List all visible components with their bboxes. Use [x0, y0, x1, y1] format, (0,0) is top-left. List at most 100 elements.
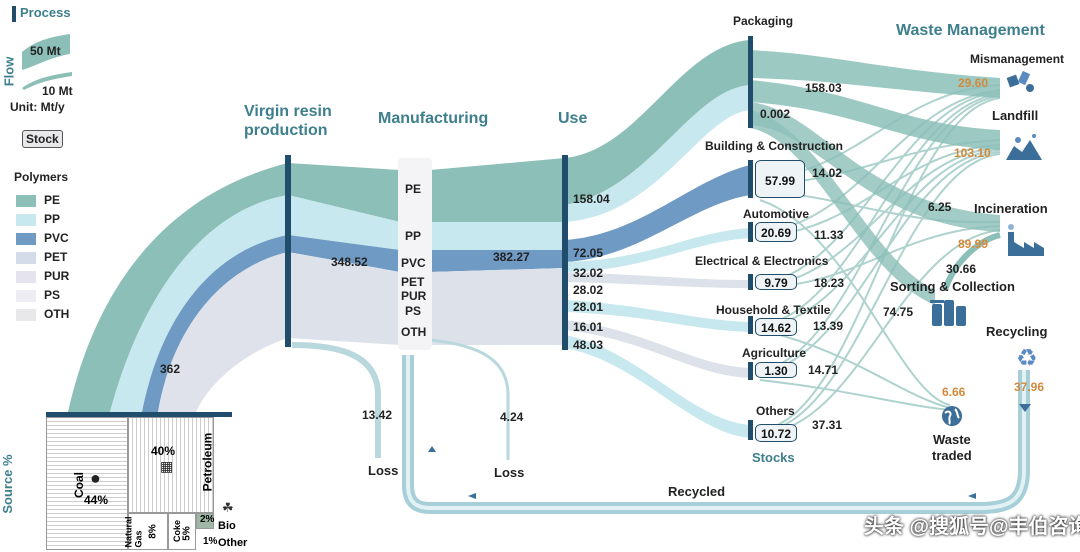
oil-barrel-icon: ▦	[160, 458, 174, 474]
use-value-pe: 158.04	[573, 192, 610, 206]
sector-out-others: 37.31	[812, 418, 843, 432]
manu-label-ps: PS	[405, 304, 422, 318]
waste-value-traded: 6.66	[942, 385, 966, 399]
flow-use-packaging	[565, 40, 750, 205]
waste-label-traded: Waste traded	[932, 432, 972, 463]
waste-value-recycling: 37.96	[1014, 380, 1045, 394]
process-legend-bar	[12, 6, 16, 22]
manu-label-pet: PET	[401, 275, 425, 289]
waste-label-mismanagement: Mismanagement	[970, 52, 1065, 66]
sector-out-electrical: 18.23	[814, 276, 845, 290]
heading-virgin-resin: Virgin resin production	[244, 103, 332, 139]
sector-stock-others: 10.72	[760, 427, 792, 441]
electrical-bar	[748, 274, 753, 290]
flow-virgin-pe	[288, 163, 400, 222]
feedstock-coke-label: Coke	[172, 519, 183, 543]
waste-value-incineration: 89.99	[958, 237, 989, 251]
sector-stock-building: 57.99	[764, 174, 796, 188]
flow-use-automotive	[565, 228, 750, 272]
use-bar	[562, 155, 568, 350]
manu-label-pvc: PVC	[401, 256, 426, 270]
sorting-collection-icon	[930, 300, 966, 326]
flow-feedstock-rest	[158, 252, 288, 412]
feedstock-petroleum-block	[128, 417, 214, 513]
incineration-factory-icon	[1008, 224, 1044, 256]
flow-manu-pp	[430, 222, 565, 250]
feedstock-bio-label: Bio	[218, 520, 236, 532]
stock-cylinder-building: 57.99	[755, 160, 805, 198]
sector-label-building: Building & Construction	[705, 139, 843, 153]
stock-cylinder-others: 10.72	[755, 424, 797, 442]
use-value-pur: 28.01	[573, 300, 604, 314]
sector-label-others: Others	[756, 404, 795, 418]
legend-big-flow: 50 Mt	[30, 44, 61, 58]
sector-out-automotive: 11.33	[814, 228, 844, 242]
flow-width-legend	[22, 34, 72, 90]
flow-virgin-pp	[288, 195, 400, 250]
flow-feedstock-pvc	[142, 235, 288, 412]
feedstock-gas-label: Natural Gas	[123, 516, 144, 548]
feedstock-title: Feedstock Source %	[0, 454, 16, 514]
legend-polymers-title: Polymers	[14, 170, 69, 184]
swatch-pur	[16, 271, 36, 283]
virgin-resin-bar	[285, 155, 291, 347]
use-value-ps: 16.01	[573, 320, 604, 334]
stock-cylinder-agriculture: 1.30	[755, 362, 797, 378]
feedstock-coal-pct: 44%	[84, 493, 109, 507]
heading-use: Use	[558, 110, 588, 127]
stock-cylinder-electrical: 9.79	[755, 274, 797, 290]
legend-stock-box: Stock	[22, 130, 63, 148]
flow-use-household	[565, 300, 750, 332]
sector-stock-packaging: 0.002	[760, 107, 791, 121]
sector-stock-automotive: 20.69	[760, 226, 792, 240]
waste-sorting-in: 74.75	[883, 305, 914, 319]
flow-packaging-sorting	[750, 110, 935, 305]
household-bar	[748, 316, 753, 334]
value-loss-manufacturing: 4.24	[500, 410, 524, 424]
manu-label-pp: PP	[405, 229, 422, 243]
flow-arrows	[428, 404, 1031, 499]
landfill-icon	[1006, 134, 1042, 160]
waste-label-incineration: Incineration	[974, 201, 1048, 216]
feedstock-coke-pct: 5%	[181, 526, 193, 541]
sector-label-electrical: Electrical & Electronics	[695, 254, 829, 268]
value-feedstock-in: 362	[160, 362, 181, 376]
flow-sorting-incineration	[942, 232, 1001, 292]
building-bar	[748, 160, 753, 198]
others-bar	[748, 420, 753, 440]
flow-use-packaging-pp	[565, 85, 750, 222]
flow-use-electrical	[565, 272, 750, 288]
watermark: 头条 @搜狐号@丰伯咨询	[864, 516, 1080, 538]
manu-label-oth: OTH	[401, 325, 427, 339]
sector-out-packaging: 158.03	[805, 81, 842, 95]
flow-use-building	[565, 165, 750, 262]
waste-sorting-to-incineration: 30.66	[946, 262, 977, 276]
swatch-pp	[16, 214, 36, 226]
swatch-pet	[16, 252, 36, 264]
sector-stock-agriculture: 1.30	[764, 364, 788, 378]
feedstock-petroleum-label: Petroleum	[200, 432, 215, 492]
waste-label-sorting: Sorting & Collection	[890, 279, 1015, 294]
waste-label-landfill: Landfill	[992, 108, 1039, 123]
label-recycled: Recycled	[668, 484, 726, 499]
flow-virgin-rest	[288, 252, 400, 345]
sector-out-household: 13.39	[813, 319, 844, 333]
swatch-ps	[16, 290, 36, 302]
flow-feedstock-pp	[110, 195, 288, 412]
value-loss-virgin: 13.42	[362, 408, 393, 422]
feedstock-gas-pct: 8%	[147, 524, 159, 539]
sector-waste-lines	[759, 84, 1001, 435]
swatch-oth	[16, 309, 36, 321]
sector-label-automotive: Automotive	[743, 207, 809, 221]
waste-value-landfill: 103.10	[954, 146, 991, 160]
flow-virgin-pvc	[288, 235, 400, 272]
flow-manu-rest	[430, 268, 565, 345]
flow-recycled-loop-inner	[406, 355, 1026, 510]
sector-out-building: 14.02	[812, 166, 843, 180]
value-manufacturing-out: 382.27	[493, 250, 530, 264]
bio-leaf-icon: ☘	[222, 500, 234, 515]
feedstock-bio-block	[196, 513, 214, 529]
swatch-pvc	[16, 233, 36, 245]
